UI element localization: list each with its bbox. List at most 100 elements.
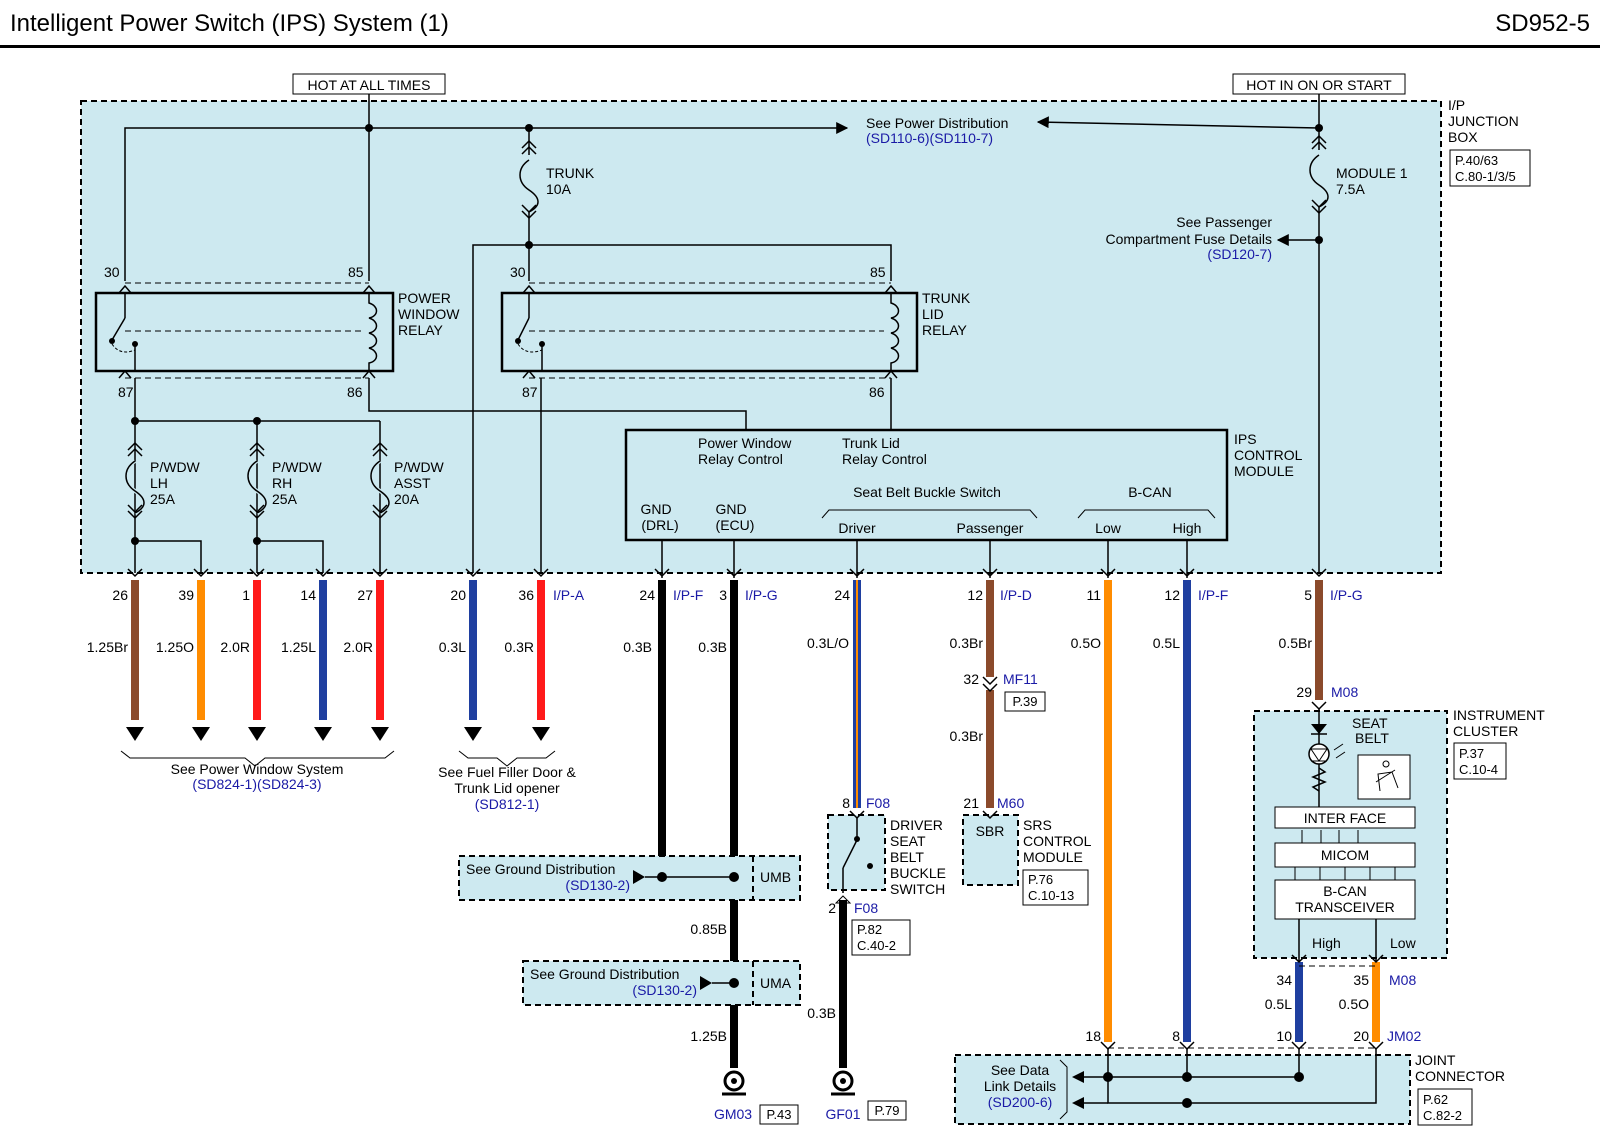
svg-text:RH: RH	[272, 475, 292, 491]
fuse-pwdw-lh: P/WDW LH 25A	[124, 421, 201, 573]
svg-text:WINDOW: WINDOW	[398, 306, 460, 322]
svg-text:Link Details: Link Details	[984, 1078, 1056, 1094]
svg-text:2: 2	[828, 900, 836, 916]
svg-text:29: 29	[1296, 684, 1312, 700]
svg-text:1.25O: 1.25O	[156, 639, 194, 655]
svg-text:F08: F08	[854, 900, 878, 916]
header: Intelligent Power Switch (IPS) System (1…	[0, 0, 1600, 48]
svg-text:Compartment Fuse Details: Compartment Fuse Details	[1105, 231, 1272, 247]
svg-text:INSTRUMENT: INSTRUMENT	[1453, 707, 1545, 723]
junction-box-label: I/P JUNCTION BOX P.40/63 C.80-1/3/5	[1448, 97, 1531, 187]
svg-text:CONTROL: CONTROL	[1234, 447, 1303, 463]
svg-text:IPS: IPS	[1234, 431, 1257, 447]
driver-seat-belt-switch: 8 F08 2 F08 DRIVER SEAT BELT BUCKLE SWIT…	[827, 795, 946, 956]
svg-text:2.0R: 2.0R	[343, 639, 373, 655]
svg-text:See Fuel Filler Door &: See Fuel Filler Door &	[438, 764, 576, 780]
power-window-system-ref: See Power Window System (SD824-1)(SD824-…	[120, 750, 395, 792]
svg-text:24: 24	[639, 587, 655, 603]
svg-text:Passenger: Passenger	[957, 520, 1024, 536]
svg-text:10: 10	[1276, 1028, 1292, 1044]
svg-text:P.37: P.37	[1459, 746, 1484, 761]
svg-text:(SD130-2): (SD130-2)	[632, 982, 697, 998]
page-id: SD952-5	[1495, 10, 1590, 37]
svg-text:JUNCTION: JUNCTION	[1448, 113, 1519, 129]
svg-text:0.3B: 0.3B	[807, 1005, 836, 1021]
svg-text:I/P-F: I/P-F	[673, 587, 703, 603]
svg-text:See Ground Distribution: See Ground Distribution	[530, 966, 679, 982]
svg-text:CONTROL: CONTROL	[1023, 833, 1092, 849]
svg-text:Seat Belt Buckle Switch: Seat Belt Buckle Switch	[853, 484, 1001, 500]
ips-control-module: Power Window Relay Control Trunk Lid Rel…	[624, 428, 1303, 542]
svg-text:Power Window: Power Window	[698, 435, 792, 451]
svg-text:P.62: P.62	[1423, 1092, 1448, 1107]
svg-text:35: 35	[1353, 972, 1369, 988]
svg-text:BOX: BOX	[1448, 129, 1478, 145]
svg-text:I/P-F: I/P-F	[1198, 587, 1228, 603]
svg-text:85: 85	[348, 264, 364, 280]
svg-text:5: 5	[1304, 587, 1312, 603]
svg-text:0.5L: 0.5L	[1153, 635, 1180, 651]
hot-at-all-times-label: HOT AT ALL TIMES	[292, 73, 446, 95]
svg-text:GND: GND	[640, 501, 671, 517]
svg-text:32: 32	[963, 671, 979, 687]
svg-text:0.3Br: 0.3Br	[950, 635, 984, 651]
svg-text:(SD824-1)(SD824-3): (SD824-1)(SD824-3)	[192, 776, 321, 792]
svg-text:B-CAN: B-CAN	[1323, 883, 1367, 899]
svg-text:8: 8	[1172, 1028, 1180, 1044]
fuse-pwdw-asst: P/WDW ASST 20A	[369, 421, 445, 573]
svg-text:10A: 10A	[546, 181, 572, 197]
hot-in-on-label: HOT IN ON OR START	[1232, 73, 1406, 95]
svg-text:P/WDW: P/WDW	[394, 459, 445, 475]
svg-text:LID: LID	[922, 306, 944, 322]
svg-text:3: 3	[719, 587, 727, 603]
svg-text:High: High	[1173, 520, 1202, 536]
trunk-lid-relay: 30 85 87 86 TRUNK LID RELAY	[500, 264, 971, 400]
svg-text:0.5L: 0.5L	[1265, 996, 1292, 1012]
trunk-fuse: TRUNK 10A	[546, 165, 595, 197]
svg-text:HOT IN ON OR START: HOT IN ON OR START	[1246, 77, 1392, 93]
svg-text:Relay Control: Relay Control	[698, 451, 783, 467]
svg-text:20: 20	[1353, 1028, 1369, 1044]
svg-text:C.80-1/3/5: C.80-1/3/5	[1455, 169, 1516, 184]
svg-text:I/P-D: I/P-D	[1000, 587, 1032, 603]
svg-text:1: 1	[242, 587, 250, 603]
svg-text:GF01: GF01	[825, 1106, 860, 1122]
svg-text:Driver: Driver	[838, 520, 876, 536]
svg-text:SEAT: SEAT	[890, 833, 926, 849]
ground-gm03: GM03 P.43	[714, 1070, 799, 1125]
svg-text:See Passenger: See Passenger	[1176, 214, 1272, 230]
mf11-connector: 32 MF11 P.39	[963, 671, 1046, 712]
svg-text:34: 34	[1276, 972, 1292, 988]
svg-text:Relay Control: Relay Control	[842, 451, 927, 467]
svg-text:25A: 25A	[272, 491, 298, 507]
svg-text:SBR: SBR	[976, 823, 1005, 839]
svg-text:30: 30	[510, 264, 526, 280]
svg-text:21: 21	[963, 795, 979, 811]
svg-text:SWITCH: SWITCH	[890, 881, 945, 897]
svg-text:0.3L: 0.3L	[439, 639, 466, 655]
svg-text:0.5Br: 0.5Br	[1279, 635, 1313, 651]
svg-text:P.79: P.79	[874, 1103, 899, 1118]
svg-text:CLUSTER: CLUSTER	[1453, 723, 1518, 739]
svg-text:TRANSCEIVER: TRANSCEIVER	[1295, 899, 1395, 915]
svg-text:(SD110-6)(SD110-7): (SD110-6)(SD110-7)	[866, 130, 993, 146]
svg-text:8: 8	[842, 795, 850, 811]
svg-text:7.5A: 7.5A	[1336, 181, 1365, 197]
svg-text:GND: GND	[715, 501, 746, 517]
fuse-pwdw-rh: P/WDW RH 25A	[246, 421, 323, 573]
instrument-cluster: 29 M08 SEAT BELT INTER FACE MICOM B-CAN …	[1253, 684, 1545, 988]
svg-text:MODULE: MODULE	[1023, 849, 1083, 865]
svg-text:86: 86	[869, 384, 885, 400]
svg-text:F08: F08	[866, 795, 890, 811]
svg-text:I/P-G: I/P-G	[1330, 587, 1363, 603]
svg-text:TRUNK: TRUNK	[546, 165, 595, 181]
svg-text:87: 87	[522, 384, 538, 400]
ground-umb: See Ground Distribution (SD130-2) UMB	[458, 855, 801, 901]
fuel-filler-ref: See Fuel Filler Door & Trunk Lid opener …	[438, 750, 577, 812]
svg-text:UMB: UMB	[760, 869, 791, 885]
svg-text:UMA: UMA	[760, 975, 792, 991]
svg-text:36: 36	[518, 587, 534, 603]
svg-text:HOT AT ALL TIMES: HOT AT ALL TIMES	[308, 77, 431, 93]
